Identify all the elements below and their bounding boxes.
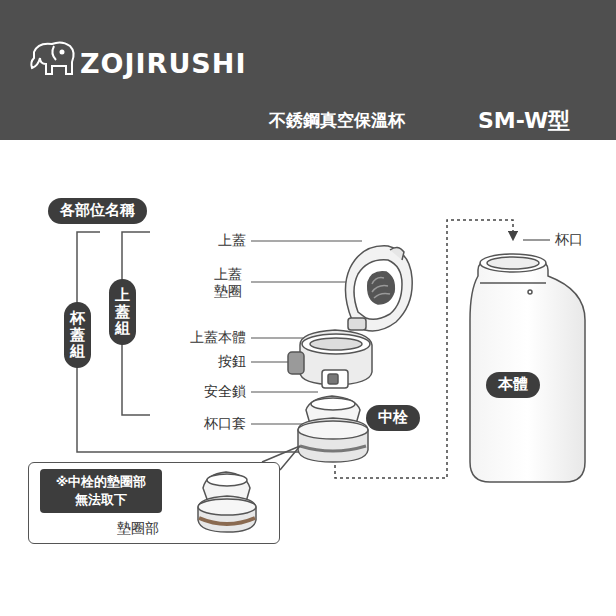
part-label: 按鈕: [218, 353, 246, 371]
part-label: 安全鎖: [204, 383, 246, 401]
product-title: 不銹鋼真空保溫杯: [269, 110, 405, 131]
header-band: [0, 0, 616, 140]
brand-logo-text: ZOJIRUSHI: [80, 47, 246, 81]
node-text: 杯蓋組: [70, 310, 85, 360]
node-text: 本體: [498, 375, 528, 395]
group-label-pill: 上蓋組: [109, 279, 136, 345]
part-label: 上蓋本體: [190, 329, 246, 347]
bottle-body: [470, 254, 585, 482]
part-label: 上蓋 墊圈: [210, 266, 246, 301]
part-label-pill: 中栓: [366, 405, 420, 431]
model-number: SM-W型: [478, 107, 570, 135]
part-label-pill: 本體: [486, 372, 540, 398]
node-text: 各部位名稱: [60, 201, 135, 221]
node-text: 中栓: [378, 408, 408, 428]
section-heading-pill: 各部位名稱: [48, 198, 147, 224]
node-text: 上蓋組: [115, 287, 130, 337]
part-label: 墊圈部: [117, 520, 159, 538]
elephant-logo: [31, 42, 73, 74]
part-label: 杯口: [555, 231, 583, 249]
part-label: 上蓋: [218, 232, 246, 250]
note-box: ※中栓的墊圈部 無法取下: [40, 469, 162, 512]
callout-box: 墊圈部 ※中栓的墊圈部 無法取下: [28, 462, 280, 544]
part-label: 杯口套: [204, 415, 246, 433]
bracket-lines: [77, 232, 300, 452]
node-text: ※中栓的墊圈部 無法取下: [46, 473, 156, 508]
group-label-pill: 杯蓋組: [64, 302, 91, 368]
